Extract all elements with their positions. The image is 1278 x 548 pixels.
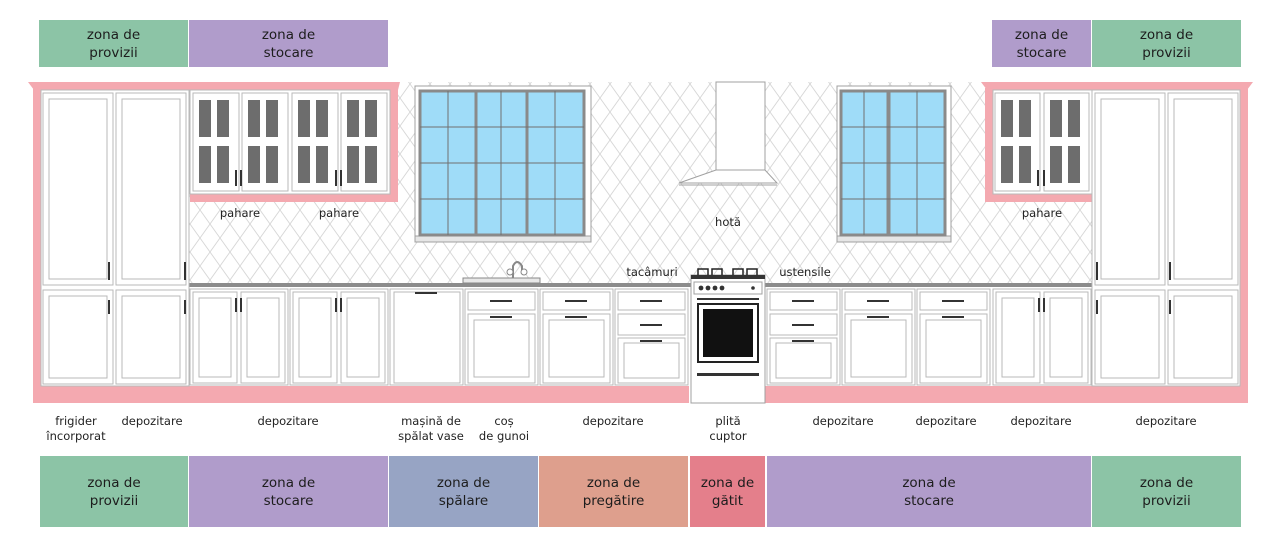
bottom-zone-spalare: zona de spălare [389,456,538,527]
label-depozitare: depozitare [582,414,644,428]
label-depozitare: depozitare [812,414,874,428]
top-zone-provizii-left: zona de provizii [39,20,188,67]
window-left [414,85,592,243]
zone-label: zona de provizii [87,474,141,509]
sink-faucet-illustration [462,261,541,284]
top-zone-stocare-right: zona de stocare [992,20,1091,67]
pink-zone-outlines [28,82,1253,403]
zone-label: zona de stocare [902,474,956,509]
base-cabinets [189,288,1092,386]
zone-label: zona de provizii [1139,474,1194,509]
label-pahare-1: pahare [219,206,261,220]
glass-panes-left [199,100,377,183]
bottom-zone-stocare-right: zona de stocare [767,456,1091,527]
zone-label: zona de stocare [1014,26,1069,61]
label-depozitare: depozitare [1010,414,1072,428]
bottom-zone-stocare-left: zona de stocare [189,456,388,527]
countertop [188,283,1092,287]
bottom-zone-gatit: zona de gătit [690,456,765,527]
window-right [836,85,952,243]
stove-oven-illustration [690,268,766,404]
label-depozitare: depozitare [121,414,183,428]
tall-pantry-right [1091,89,1241,387]
label-depozitare: depozitare [257,414,319,428]
label-tacamuri: tacâmuri [626,265,678,279]
zone-label: zona de stocare [261,26,316,61]
pantry-handles-left [108,262,186,314]
bottom-zone-provizii-right: zona de provizii [1092,456,1241,527]
tall-pantry-left [40,89,190,387]
zone-label: zona de spălare [436,474,491,509]
zone-label: zona de stocare [261,474,316,509]
label-plita-cuptor: plită cuptor [709,414,747,443]
label-cos-gunoi: coș de gunoi [478,414,530,443]
zone-label: zona de provizii [86,26,141,61]
bottom-zone-provizii-left: zona de provizii [40,456,188,527]
zone-label: zona de pregătire [582,474,645,509]
label-frigider: frigider încorporat [46,414,106,443]
pantry-handles-right [1096,262,1171,314]
label-pahare-2: pahare [318,206,360,220]
label-depozitare: depozitare [1135,414,1197,428]
glass-panes-right [1001,100,1080,183]
zone-label: zona de gătit [700,474,755,509]
label-hota: hotă [715,215,741,229]
range-hood-illustration [678,81,779,186]
bottom-zone-pregatire: zona de pregătire [539,456,688,527]
label-pahare-3: pahare [1021,206,1063,220]
label-ustensile: ustensile [779,265,831,279]
label-depozitare: depozitare [915,414,977,428]
base-handles [235,292,1045,342]
top-zone-stocare-left: zona de stocare [189,20,388,67]
label-masina-spalat-vase: mașină de spălat vase [398,414,464,443]
zone-label: zona de provizii [1139,26,1194,61]
top-zone-provizii-right: zona de provizii [1092,20,1241,67]
